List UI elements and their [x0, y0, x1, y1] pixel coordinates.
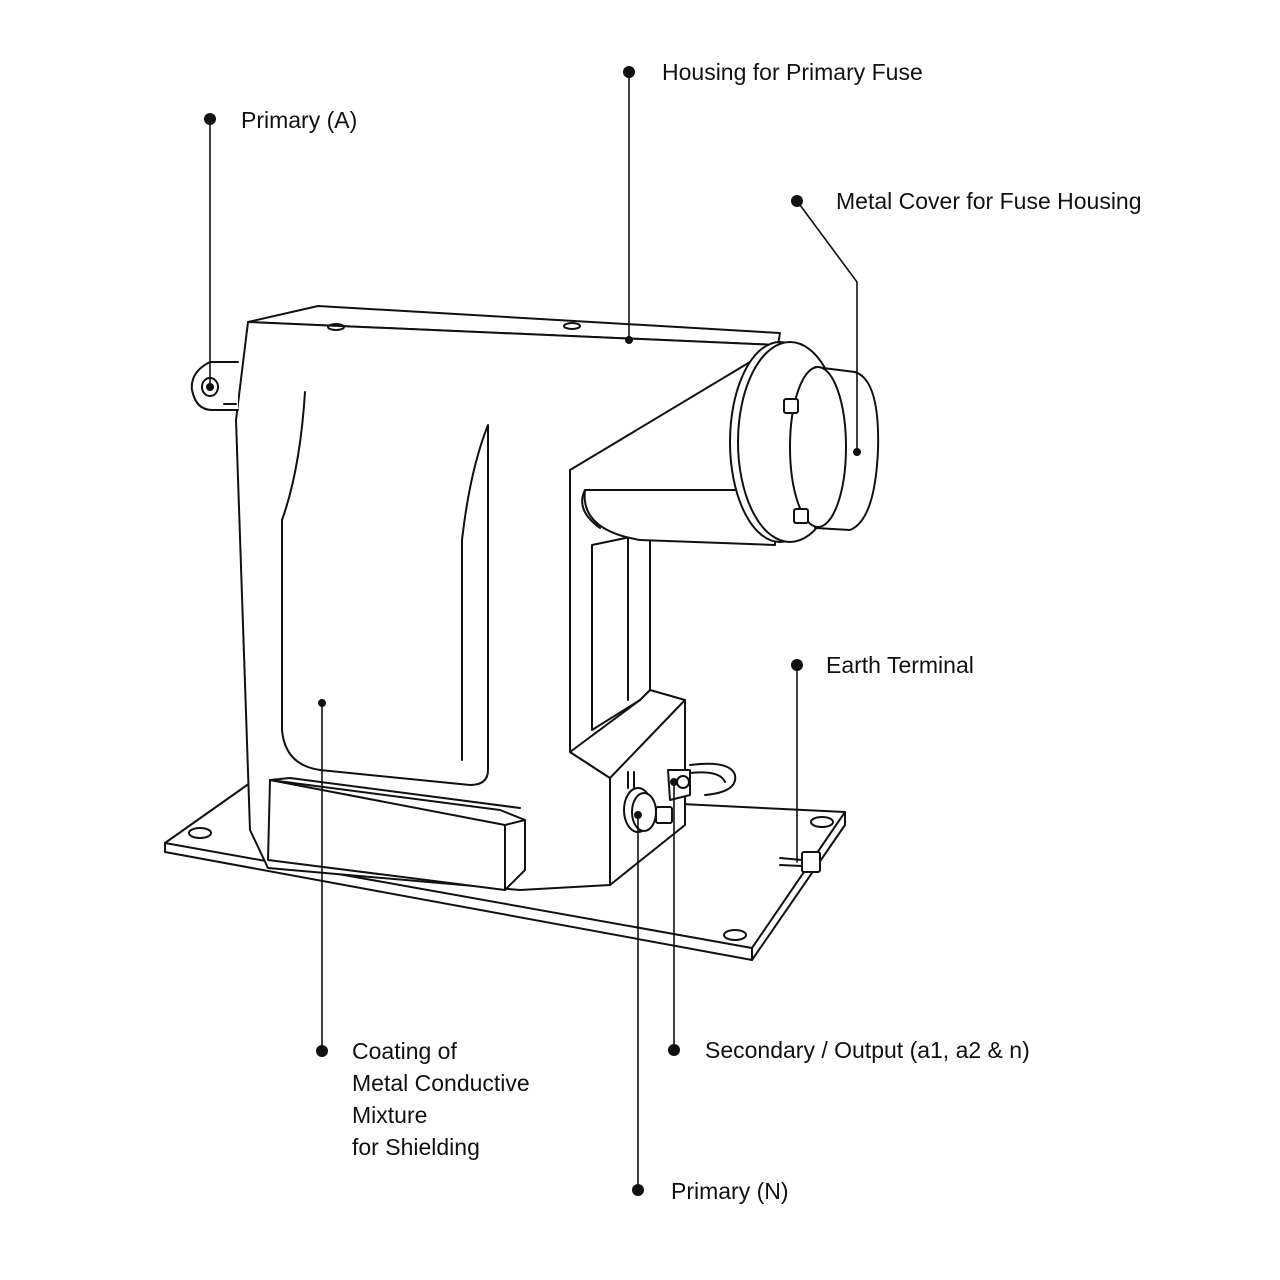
label-coating: Coating of Metal Conductive Mixture for …	[352, 1035, 530, 1163]
label-housing-primary-fuse: Housing for Primary Fuse	[662, 59, 923, 85]
lower-terminals	[623, 762, 737, 833]
label-coating-line-4: for Shielding	[352, 1134, 480, 1160]
metal-cover	[783, 366, 880, 531]
mounting-hole	[188, 827, 212, 839]
label-coating-line-3: Mixture	[352, 1102, 428, 1128]
nut-icon	[655, 806, 673, 824]
label-coating-line-2: Metal Conductive	[352, 1070, 530, 1096]
nut-icon	[801, 851, 821, 873]
label-metal-cover: Metal Cover for Fuse Housing	[836, 188, 1142, 214]
earth-terminal	[779, 851, 821, 873]
front-block	[267, 777, 526, 891]
label-primary-a: Primary (A)	[241, 107, 358, 133]
mounting-hole	[810, 816, 834, 828]
primary-a-terminal	[190, 361, 239, 411]
label-earth-terminal: Earth Terminal	[826, 652, 974, 678]
bolt-icon	[783, 398, 799, 414]
callout-lines	[204, 66, 861, 1196]
label-coating-line-1: Coating of	[352, 1038, 457, 1064]
label-primary-n: Primary (N)	[671, 1178, 789, 1204]
mounting-hole	[723, 929, 747, 941]
bolt-icon	[793, 508, 809, 524]
label-secondary-output: Secondary / Output (a1, a2 & n)	[705, 1037, 1030, 1063]
